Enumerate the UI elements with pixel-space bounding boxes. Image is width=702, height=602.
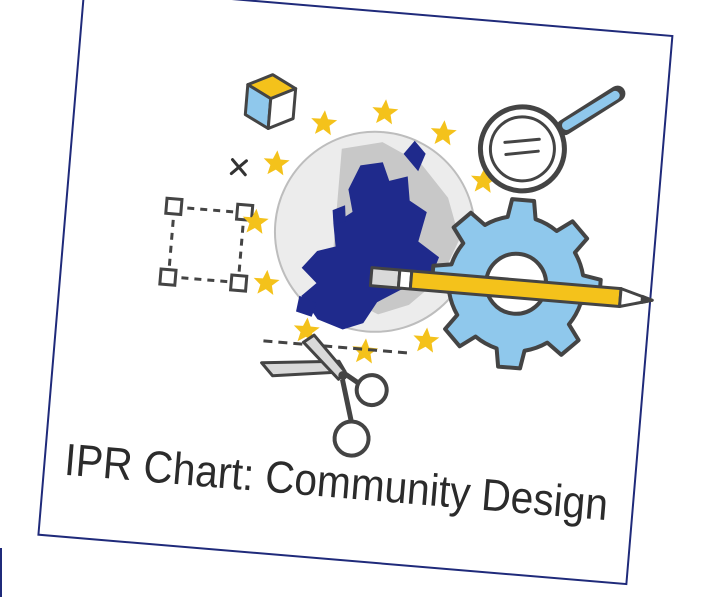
close-icon [229, 158, 248, 177]
selection-box-icon [158, 196, 255, 293]
cut-line [263, 339, 414, 355]
card: IPR Chart: Community Design [37, 0, 674, 586]
pencil-icon [368, 266, 654, 309]
magnifying-glass-icon [477, 85, 626, 194]
edge-line [0, 548, 2, 597]
cube-icon [243, 73, 298, 131]
scissors-icon [260, 333, 389, 458]
